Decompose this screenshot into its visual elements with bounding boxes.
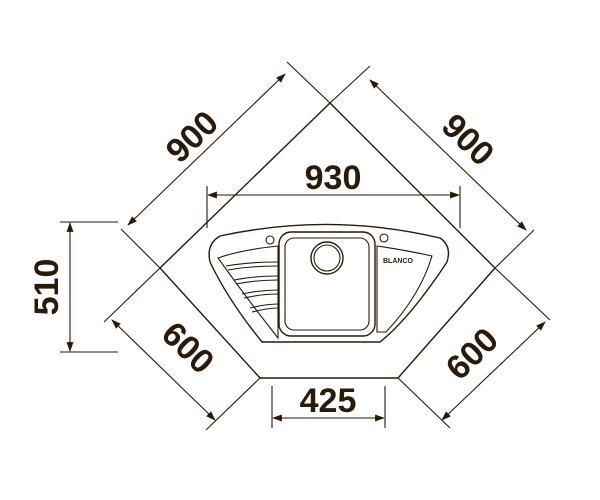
right-drainer-area [376,245,433,333]
ext-line [329,65,371,104]
dim-label-930: 930 [305,159,362,197]
drain-inner [313,244,341,272]
dim-label-425: 425 [300,382,357,420]
ext-line [397,377,451,429]
drainer-inner-rim [217,245,279,340]
drainer-rib [251,307,279,313]
tap-hole-left [265,235,275,245]
logo-text: BLANCO [383,258,413,265]
ext-line [494,229,535,269]
dim-label-600-right: 600 [439,321,506,388]
tap-hole-right [379,233,389,243]
drainer-rib [249,303,279,309]
drainer-rib [233,275,279,281]
main-bowl [278,231,376,337]
drainer-rib [227,265,279,271]
drainer-rib [241,289,279,295]
drainer-rib [243,293,279,299]
ext-line [286,61,331,104]
dim-label-510: 510 [28,259,66,316]
ext-line [205,377,261,431]
dim-line-600-right [441,321,546,421]
ext-line [120,228,161,269]
dim-line-900-right [369,79,527,231]
sink-rim [208,223,450,343]
main-bowl-inner [284,237,370,331]
dim-label-900-left: 900 [159,104,226,171]
drainer-rib [235,279,279,285]
dim-label-900-right: 900 [434,107,501,174]
drainer-rib [225,261,279,267]
dim-line-600-left [111,319,216,421]
ext-line [103,267,161,323]
drain-outer [310,241,344,275]
ext-line [494,267,551,321]
dim-line-900-left [127,73,286,226]
